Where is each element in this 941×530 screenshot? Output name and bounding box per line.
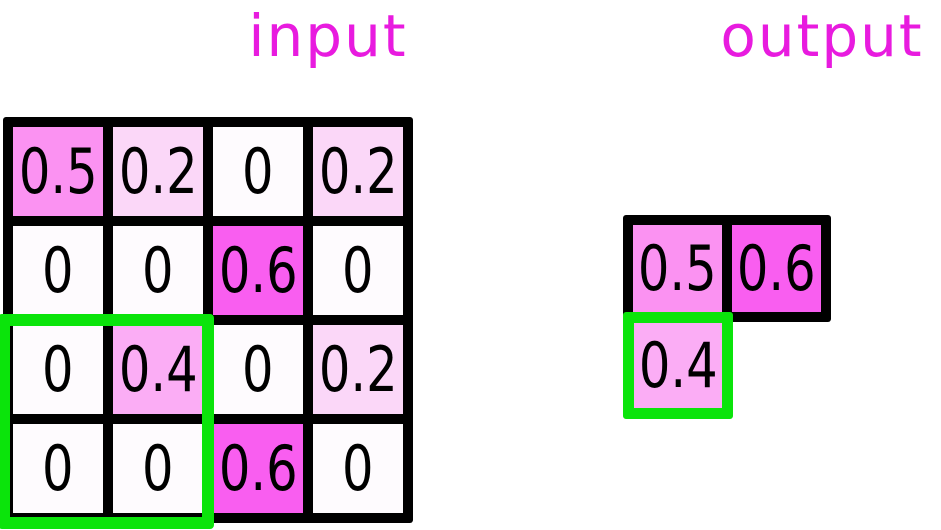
input-cell-r1c1: 0 [113,226,203,315]
cell-value: 0.2 [318,332,398,406]
input-cell-r2c3: 0.2 [313,325,403,414]
input-cell-r3c2: 0.6 [213,424,303,513]
cell-value: 0.6 [218,431,298,505]
input-title: input [248,2,408,70]
input-cell-r0c0: 0.5 [13,127,103,216]
input-cell-r2c0: 0 [13,325,103,414]
input-cell-r2c1: 0.4 [113,325,203,414]
output-cell-r0c0: 0.5 [633,225,722,312]
input-cell-r1c3: 0 [313,226,403,315]
input-cell-r3c3: 0 [313,424,403,513]
input-cell-r3c0: 0 [13,424,103,513]
input-cell-r2c2: 0 [213,325,303,414]
output-title: output [720,2,924,70]
input-cell-r1c0: 0 [13,226,103,315]
cell-value: 0 [242,134,274,208]
output-highlighted-cell: 0.4 [623,312,733,419]
cell-value: 0.5 [638,231,717,305]
input-cell-r0c1: 0.2 [113,127,203,216]
cell-value: 0 [42,431,74,505]
output-top-row: 0.5 0.6 [623,215,831,322]
cell-value: 0.4 [118,332,198,406]
input-cell-r0c3: 0.2 [313,127,403,216]
cell-value: 0.2 [318,134,398,208]
cell-value: 0 [242,332,274,406]
cell-value: 0.5 [18,134,98,208]
input-cell-r3c1: 0 [113,424,203,513]
cell-value: 0 [342,431,374,505]
input-cell-r1c2: 0.6 [213,226,303,315]
cell-value: 0 [142,431,174,505]
cell-value: 0 [42,332,74,406]
cell-value: 0.2 [118,134,198,208]
cell-value: 0.4 [638,328,718,402]
cell-value: 0 [142,233,174,307]
cell-value: 0 [42,233,74,307]
input-cell-r0c2: 0 [213,127,303,216]
cell-value: 0.6 [218,233,298,307]
cell-value: 0 [342,233,374,307]
cell-value: 0.6 [737,231,816,305]
output-cell-r0c1: 0.6 [732,225,821,312]
